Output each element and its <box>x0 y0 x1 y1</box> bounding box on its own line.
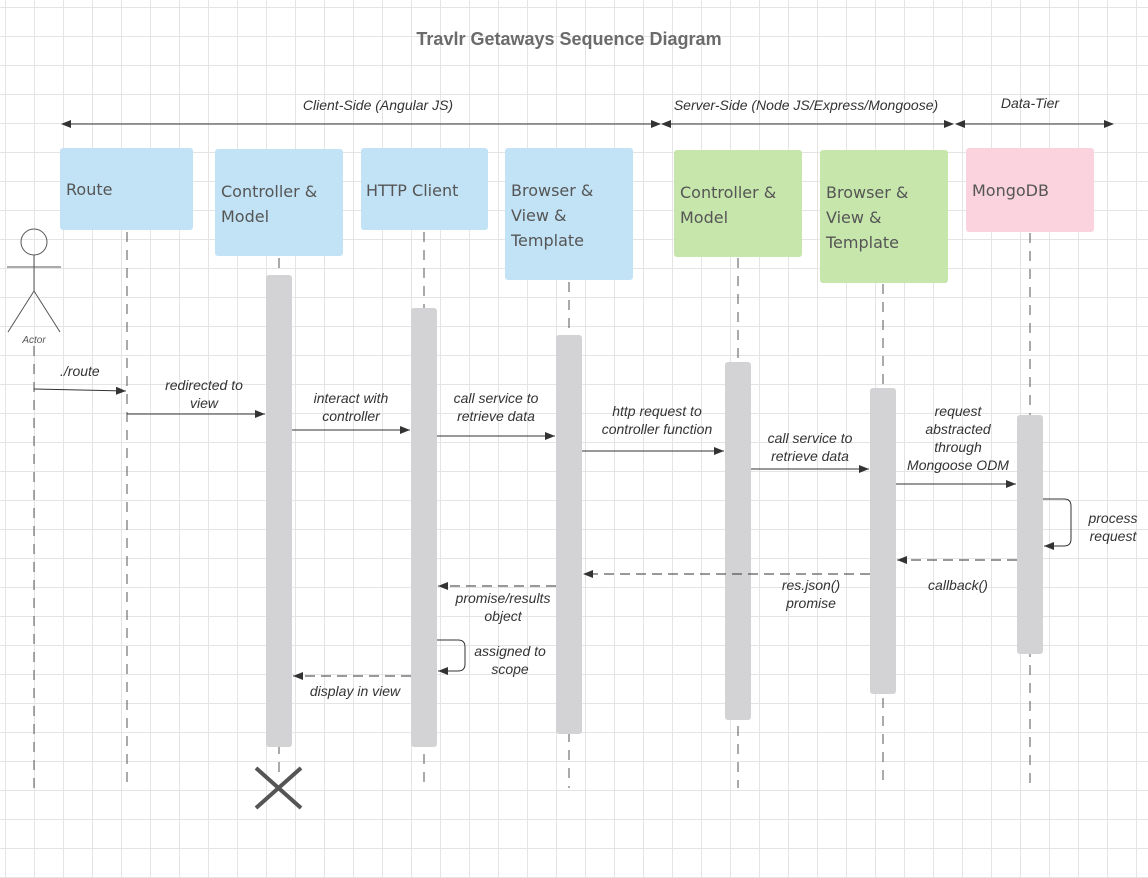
message-label: Mongoose ODM <box>907 457 1009 473</box>
participant-http-client: HTTP Client <box>361 148 488 230</box>
participant-label: Template <box>510 231 584 250</box>
message-label: view <box>190 395 219 411</box>
actor-label: Actor <box>21 335 46 346</box>
activation-server-controller <box>725 362 751 720</box>
message-label: process <box>1087 510 1137 526</box>
participant-label: Browser & <box>826 183 908 202</box>
participant-label: Controller & <box>680 183 776 202</box>
message-label: promise <box>785 595 836 611</box>
participant-label: View & <box>511 206 567 225</box>
message-label: res.json() <box>782 577 840 593</box>
region-label-client: Client-Side (Angular JS) <box>303 97 453 113</box>
message-label: callback() <box>928 577 988 593</box>
participant-label: Controller & <box>221 182 317 201</box>
participant-label: Model <box>221 207 269 226</box>
participant-label: View & <box>826 208 882 227</box>
message-label: call service to <box>454 390 539 406</box>
participant-client-controller: Controller & Model <box>215 149 343 256</box>
message-label: assigned to <box>474 643 546 659</box>
participant-label: HTTP Client <box>366 181 458 200</box>
message-label: controller <box>322 408 381 424</box>
message-label: ./route <box>60 363 100 379</box>
message-label: through <box>934 439 982 455</box>
activation-client-controller <box>266 275 292 747</box>
message-label: retrieve data <box>771 448 849 464</box>
message-label: http request to <box>612 403 702 419</box>
arrow-process-request <box>1043 498 1072 550</box>
message-label: interact with <box>314 390 389 406</box>
message-label: call service to <box>768 430 853 446</box>
activation-mongodb <box>1017 415 1043 654</box>
activation-server-browser <box>870 388 896 694</box>
region-span-client <box>61 120 661 128</box>
participant-client-browser: Browser & View & Template <box>505 148 633 280</box>
message-label: promise/results <box>455 590 551 606</box>
arrow-assigned-scope <box>437 639 466 675</box>
region-span-data <box>955 120 1114 128</box>
participant-label: Template <box>825 233 899 252</box>
message-label: object <box>484 608 522 624</box>
activation-http-client <box>411 308 437 747</box>
message-label: request <box>1090 528 1138 544</box>
message-label: controller function <box>602 421 713 437</box>
participant-route: Route <box>60 148 193 230</box>
participant-server-controller: Controller & Model <box>674 150 802 257</box>
activation-client-browser <box>556 335 582 734</box>
arrow-route-call <box>33 386 127 395</box>
participant-label: Model <box>680 208 728 227</box>
message-label: redirected to <box>165 377 243 393</box>
message-label: scope <box>491 661 529 677</box>
region-label-data: Data-Tier <box>1001 95 1061 111</box>
diagram-title: Travlr Getaways Sequence Diagram <box>416 29 721 49</box>
region-label-server: Server-Side (Node JS/Express/Mongoose) <box>674 97 938 113</box>
message-label: abstracted <box>925 421 992 437</box>
region-span-server <box>661 120 954 128</box>
participant-label: Route <box>66 180 112 199</box>
actor-figure <box>7 228 61 333</box>
message-label: display in view <box>310 683 401 699</box>
participant-label: MongoDB <box>972 181 1049 200</box>
termination-x-icon <box>254 766 303 810</box>
message-label: request <box>935 403 983 419</box>
participant-mongodb: MongoDB <box>966 148 1094 232</box>
participant-label: Browser & <box>511 181 593 200</box>
participant-server-browser: Browser & View & Template <box>820 150 948 283</box>
message-label: retrieve data <box>457 408 535 424</box>
